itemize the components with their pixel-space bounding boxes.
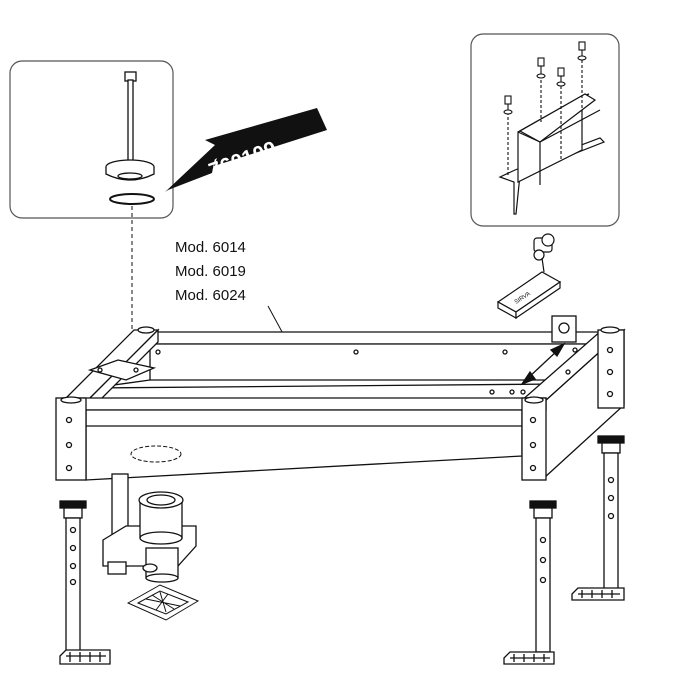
adjustable-leg-icon-front-right xyxy=(503,500,557,665)
screw-set xyxy=(503,41,587,176)
left-bracket-plate xyxy=(87,359,157,381)
floor-grate-icon xyxy=(126,584,200,621)
model-label-1: Mod. 6014 xyxy=(175,239,246,256)
model-label-3: Mod. 6024 xyxy=(175,287,246,304)
clamp-icon xyxy=(533,233,555,273)
front-rail xyxy=(61,397,547,411)
rear-mounting-tab xyxy=(551,315,577,343)
frame-insert-block: SIRVA xyxy=(496,271,562,320)
adjustable-leg-icon-rear-right xyxy=(571,435,625,601)
bracket-icon xyxy=(498,93,606,215)
adjustable-leg-icon-front-left xyxy=(59,500,111,665)
drain-trap-icon xyxy=(102,473,197,583)
shower-tray-frame xyxy=(55,315,626,481)
bolt-icon xyxy=(105,71,155,181)
model-label-2: Mod. 6019 xyxy=(175,263,246,280)
detail-panel-left-border xyxy=(9,60,174,219)
detail-panel-mounting-bracket xyxy=(470,33,620,227)
gasket-ring-icon xyxy=(109,193,155,205)
adjustment-arrow xyxy=(520,342,566,386)
model-labels: Mod. 6014 Mod. 6019 Mod. 6024 xyxy=(175,239,306,372)
drain-outline-dashed xyxy=(130,445,182,463)
part-number-callout-arrow: 760109 xyxy=(165,108,327,192)
back-rail xyxy=(133,331,603,345)
detail-panel-drain-valve: 760109 xyxy=(9,60,327,219)
